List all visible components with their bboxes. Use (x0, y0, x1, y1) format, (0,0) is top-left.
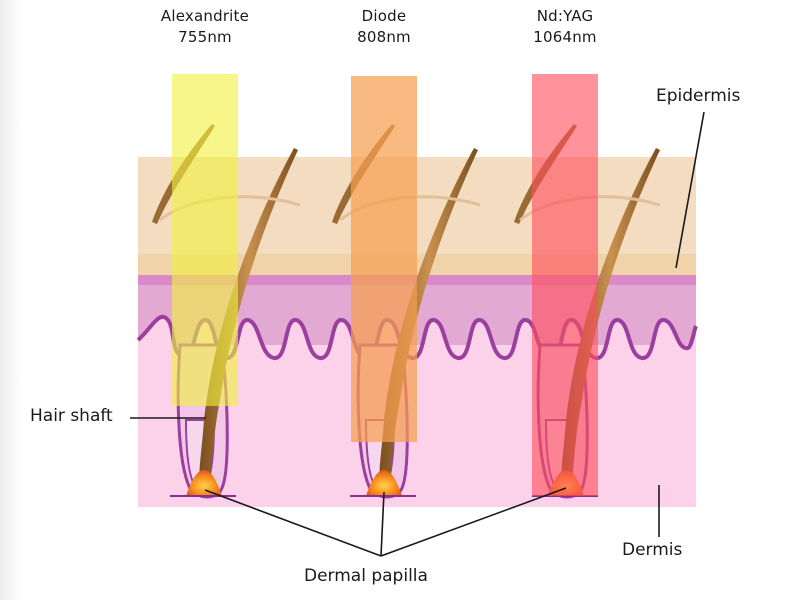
hair-shaft-2 (379, 148, 478, 485)
epidermis-label: Epidermis (656, 86, 741, 106)
dermal-papilla-2 (366, 470, 402, 496)
laser-wavelength: 808nm (357, 28, 411, 46)
epidermis-leader (675, 111, 705, 269)
laser-beam-ndyag (532, 74, 598, 496)
laser-label-alexandrite: Alexandrite 755nm (135, 6, 275, 48)
dermal-papilla-1 (186, 470, 222, 496)
dermal-papilla-leader (204, 487, 567, 557)
laser-name: Alexandrite (160, 7, 250, 25)
hair-shaft-label: Hair shaft (30, 406, 113, 426)
laser-label-ndyag: Nd:YAG 1064nm (495, 6, 635, 48)
laser-name: Nd:YAG (536, 7, 594, 25)
dermis-label: Dermis (622, 540, 683, 560)
left-edge-shade (0, 0, 22, 600)
laser-label-diode: Diode 808nm (314, 6, 454, 48)
laser-beam-alexandrite (172, 74, 238, 406)
laser-wavelength: 755nm (178, 28, 232, 46)
dermal-papilla-label: Dermal papilla (304, 566, 428, 586)
laser-wavelength: 1064nm (533, 28, 597, 46)
hair-shaft-1 (199, 148, 298, 485)
laser-name: Diode (361, 7, 407, 25)
laser-beam-diode (351, 76, 417, 442)
